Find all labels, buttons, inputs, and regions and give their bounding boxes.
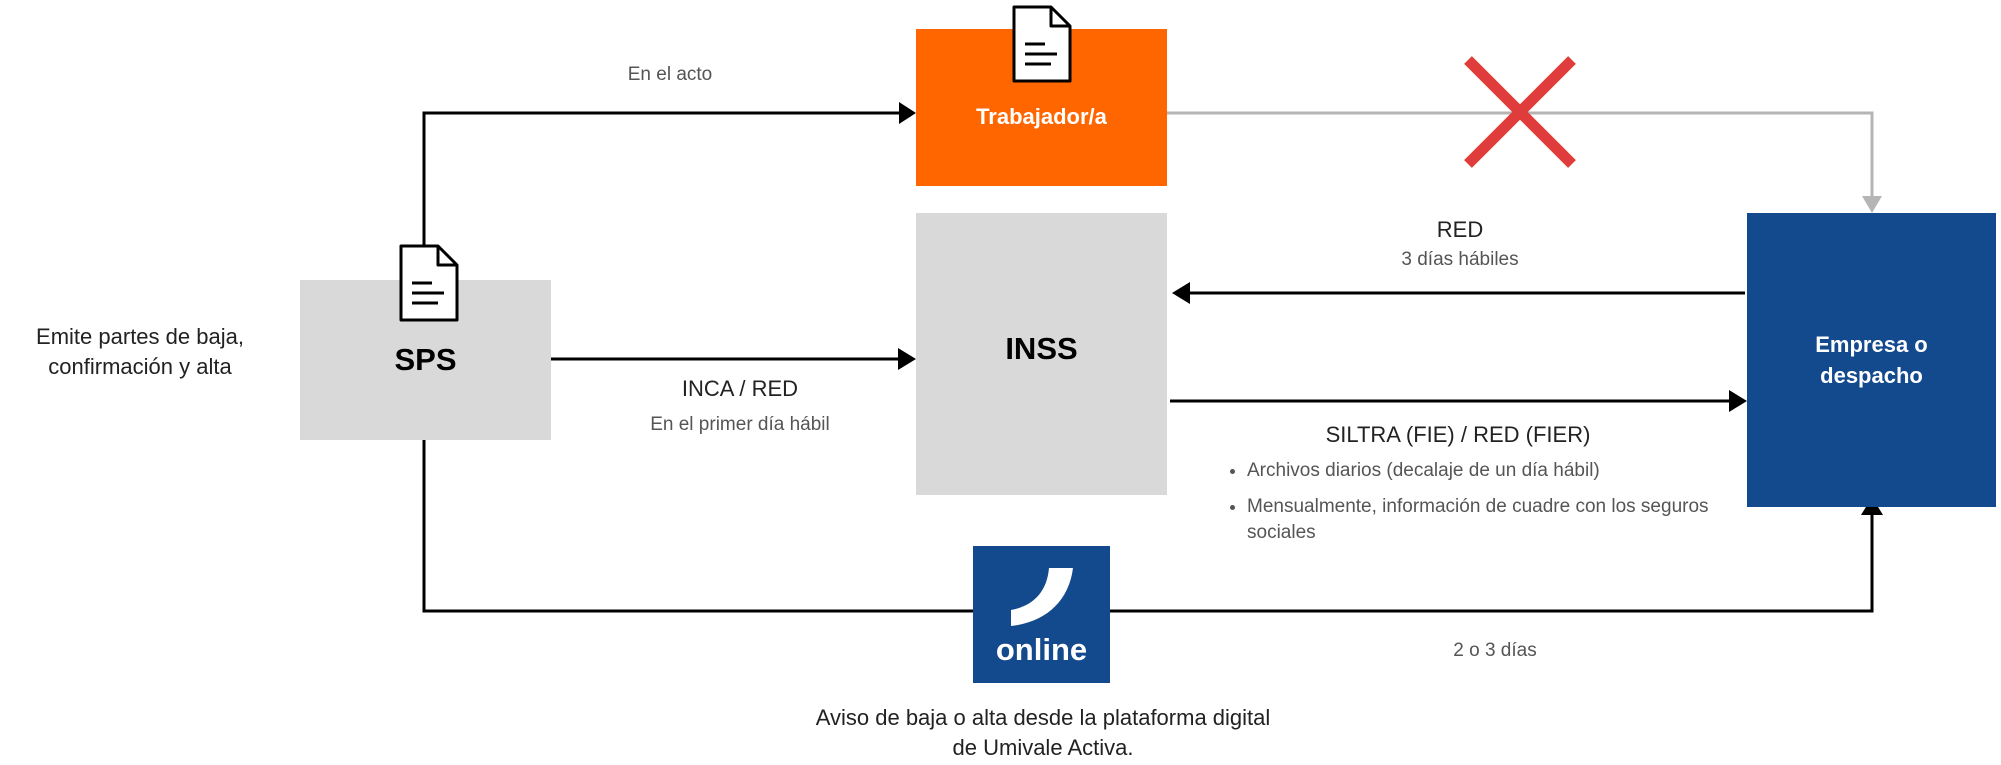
empresa-box: Empresa o despacho	[1747, 213, 1996, 507]
note-item: Mensualmente, información de cuadre con …	[1247, 494, 1747, 546]
edge-sps-empresa-timing: 2 o 3 días	[1453, 640, 1537, 661]
edge-trabajador-empresa	[1167, 111, 1874, 198]
trabajador-label: Trabajador/a	[976, 103, 1107, 129]
empresa-label: Empresa o despacho	[1815, 332, 1928, 388]
online-caption: Aviso de baja o alta desde la plataforma…	[815, 705, 1271, 760]
arrowhead-sps-inss	[898, 348, 916, 370]
online-label: online	[995, 632, 1088, 667]
cross-icon	[1464, 56, 1576, 168]
arrowhead-sps-trabajador	[899, 102, 916, 124]
edge-inss-empresa-label: SILTRA (FIE) / RED (FIER)	[1325, 422, 1591, 447]
arrowhead-inss-empresa	[1729, 390, 1747, 412]
edge-inss-empresa-notes: Archivos diarios (decalaje de un día háb…	[1225, 458, 1747, 556]
edge-sps-trabajador-timing: En el acto	[627, 64, 713, 85]
arrowhead-empresa-inss	[1172, 282, 1190, 304]
sps-description: Emite partes de baja, confirmación y alt…	[36, 324, 244, 379]
umivale-logo-icon	[1011, 568, 1073, 626]
inss-label: INSS	[1005, 331, 1078, 366]
edge-sps-inss-timing: En el primer día hábil	[650, 414, 830, 435]
edge-sps-empresa	[422, 440, 1874, 613]
sps-label: SPS	[394, 342, 457, 377]
online-badge: online	[973, 546, 1110, 683]
inss-box: INSS	[916, 213, 1167, 495]
edge-sps-inss-label: INCA / RED	[681, 376, 799, 401]
document-icon	[399, 244, 459, 322]
arrowhead-trabajador-empresa	[1862, 196, 1882, 213]
edge-sps-trabajador	[422, 111, 900, 280]
note-item: Archivos diarios (decalaje de un día háb…	[1247, 458, 1747, 484]
edge-empresa-inss-timing: 3 días hábiles	[1401, 249, 1519, 270]
edge-empresa-inss-label: RED	[1436, 217, 1484, 242]
document-icon	[1012, 5, 1072, 83]
